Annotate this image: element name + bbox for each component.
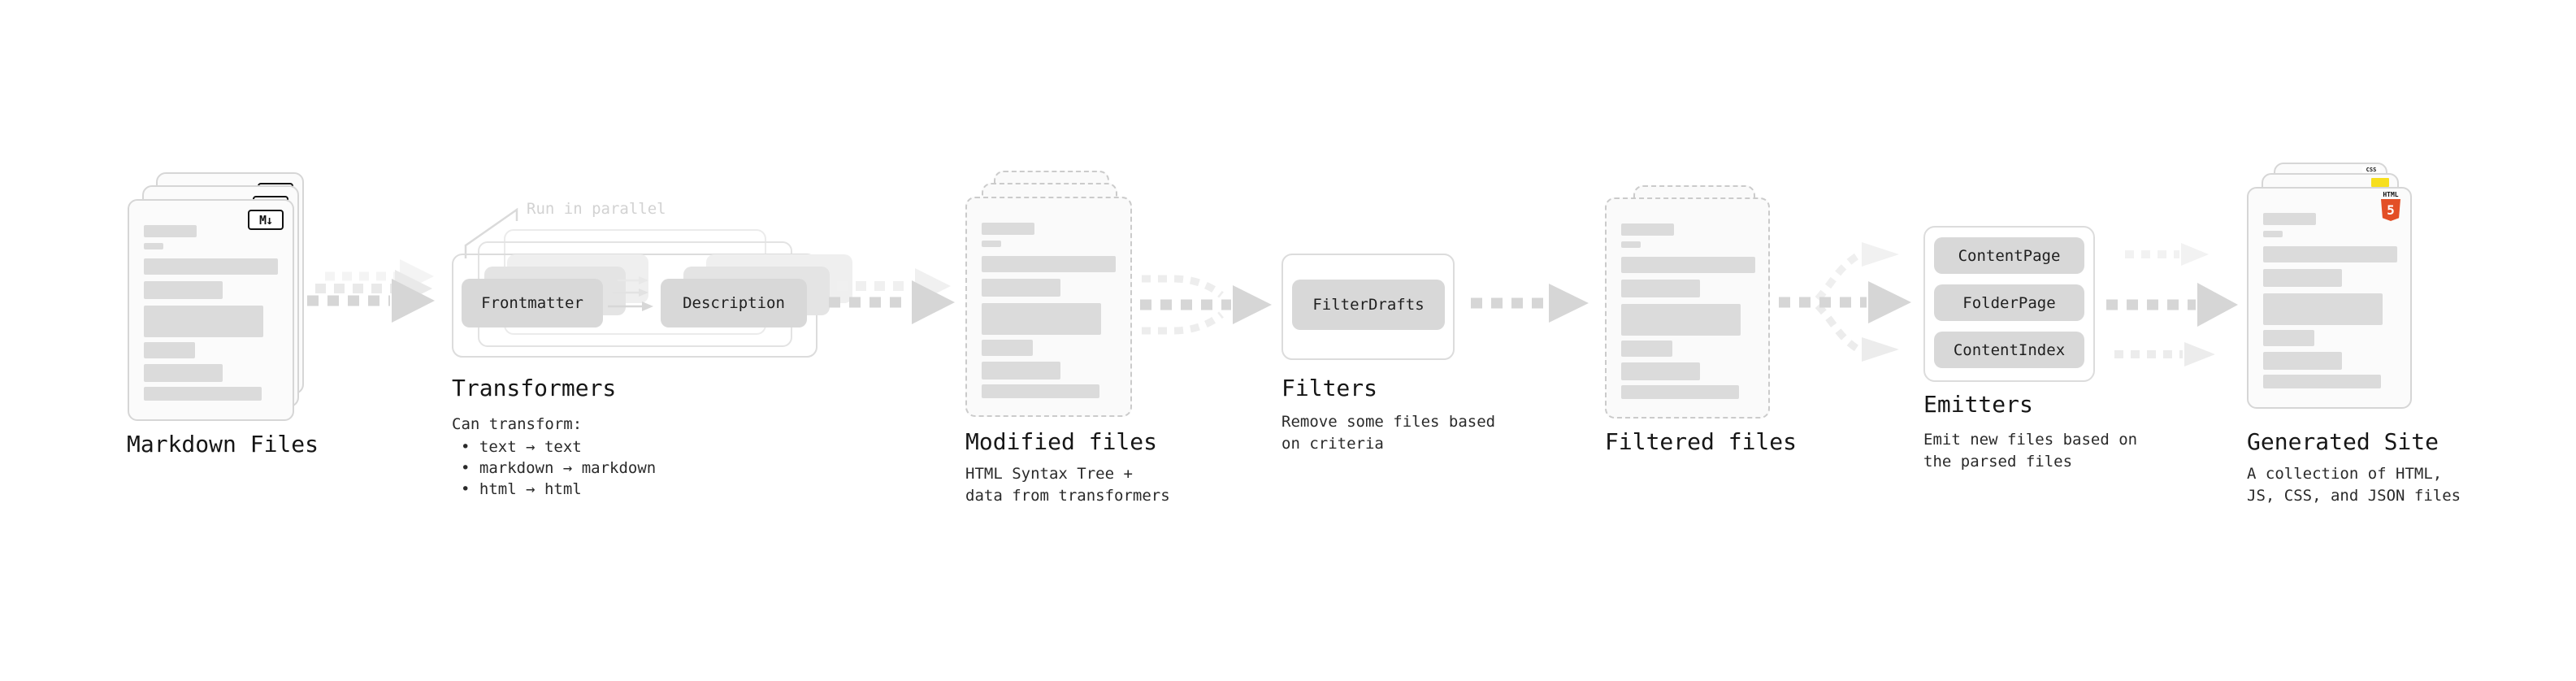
- stage-title-transformers: Transformers: [452, 375, 617, 401]
- emitters-subtitle: Emit new files based on the parsed files: [1923, 431, 2138, 471]
- flow-arrow-filtered-to-emitters: [1779, 242, 1911, 362]
- text-line-placeholder: [1621, 280, 1700, 297]
- html5-shield: 5: [2381, 199, 2400, 221]
- transformer-pill-frontmatter: Frontmatter: [462, 279, 603, 327]
- text-line-placeholder: [982, 241, 1001, 247]
- text-line-placeholder: [1621, 385, 1739, 399]
- filter-pill-filterdrafts: FilterDrafts: [1292, 280, 1445, 330]
- callout-leader-line: [464, 207, 518, 258]
- modified-files-subtitle: HTML Syntax Tree + data from transformer…: [965, 465, 1170, 505]
- filtered-file-card-front: [1605, 197, 1770, 419]
- stage-title-emitters: Emitters: [1923, 391, 2033, 418]
- html5-icon: HTML 5: [2380, 191, 2401, 221]
- text-line-placeholder: [144, 243, 163, 249]
- html5-number: 5: [2387, 202, 2395, 218]
- text-line-placeholder: [144, 258, 278, 275]
- text-line-placeholder: [2263, 231, 2283, 237]
- text-line-placeholder: [2263, 293, 2383, 325]
- text-line-placeholder: [2263, 269, 2342, 287]
- text-line-placeholder: [144, 387, 262, 401]
- text-line-placeholder: [1621, 257, 1755, 273]
- text-line-placeholder: [144, 306, 263, 337]
- text-line-placeholder: [982, 279, 1060, 297]
- transformer-pill-description: Description: [661, 279, 807, 327]
- text-line-placeholder: [144, 364, 223, 382]
- text-line-placeholder: [982, 362, 1060, 380]
- emitter-pill-folderpage: FolderPage: [1934, 284, 2084, 321]
- bullet-item: • html → html: [461, 480, 582, 498]
- generated-site-subtitle: A collection of HTML, JS, CSS, and JSON …: [2247, 465, 2461, 505]
- text-line-placeholder: [144, 281, 223, 299]
- flow-arrow-filters-to-filtered: [1471, 284, 1589, 323]
- stage-title-filters: Filters: [1281, 375, 1378, 401]
- flow-arrow-transformers-to-modified: [829, 268, 955, 324]
- stage-title-filtered-files: Filtered files: [1605, 428, 1798, 455]
- text-line-placeholder: [2263, 330, 2314, 346]
- text-line-placeholder: [1621, 241, 1641, 248]
- markdown-icon: M↓: [248, 210, 284, 230]
- filters-subtitle: Remove some files based on criteria: [1281, 413, 1496, 453]
- transformers-caption: Can transform:: [452, 415, 583, 433]
- text-line-placeholder: [144, 342, 195, 358]
- text-line-placeholder: [982, 340, 1033, 356]
- text-line-placeholder: [982, 256, 1116, 272]
- text-line-placeholder: [982, 223, 1034, 235]
- text-line-placeholder: [1621, 362, 1700, 380]
- text-line-placeholder: [144, 225, 197, 237]
- text-line-placeholder: [2263, 375, 2381, 388]
- flow-arrow-emitters-to-site: [2106, 243, 2238, 367]
- text-line-placeholder: [2263, 213, 2316, 225]
- stage-title-markdown-files: Markdown Files: [127, 431, 319, 458]
- bullet-item: • markdown → markdown: [461, 459, 657, 477]
- markdown-file-card-front: M↓: [128, 199, 294, 421]
- text-line-placeholder: [2263, 352, 2342, 370]
- parallel-mini-arrows: [608, 276, 653, 311]
- text-line-placeholder: [2263, 246, 2397, 262]
- site-file-card-html: HTML 5: [2247, 187, 2412, 409]
- bullet-item: • text → text: [461, 438, 582, 456]
- css-badge-label: CSS: [2366, 167, 2377, 173]
- emitter-pill-contentpage: ContentPage: [1934, 237, 2084, 274]
- text-line-placeholder: [982, 303, 1101, 335]
- flow-arrow-modified-to-filters: [1140, 275, 1272, 335]
- run-in-parallel-annotation: Run in parallel: [527, 200, 666, 218]
- flow-arrow-markdown-to-transformers: [307, 259, 435, 323]
- stage-title-modified-files: Modified files: [965, 428, 1158, 455]
- text-line-placeholder: [982, 384, 1099, 398]
- stage-title-generated-site: Generated Site: [2247, 428, 2439, 455]
- js-badge-icon: [2371, 178, 2389, 187]
- modified-file-card-front: [965, 197, 1132, 417]
- text-line-placeholder: [1621, 223, 1674, 236]
- transformers-bullet-list: • text → text • markdown → markdown • ht…: [461, 436, 656, 500]
- html5-label: HTML: [2383, 191, 2399, 198]
- text-line-placeholder: [1621, 340, 1672, 357]
- text-line-placeholder: [1621, 304, 1741, 336]
- emitter-pill-contentindex: ContentIndex: [1934, 332, 2084, 368]
